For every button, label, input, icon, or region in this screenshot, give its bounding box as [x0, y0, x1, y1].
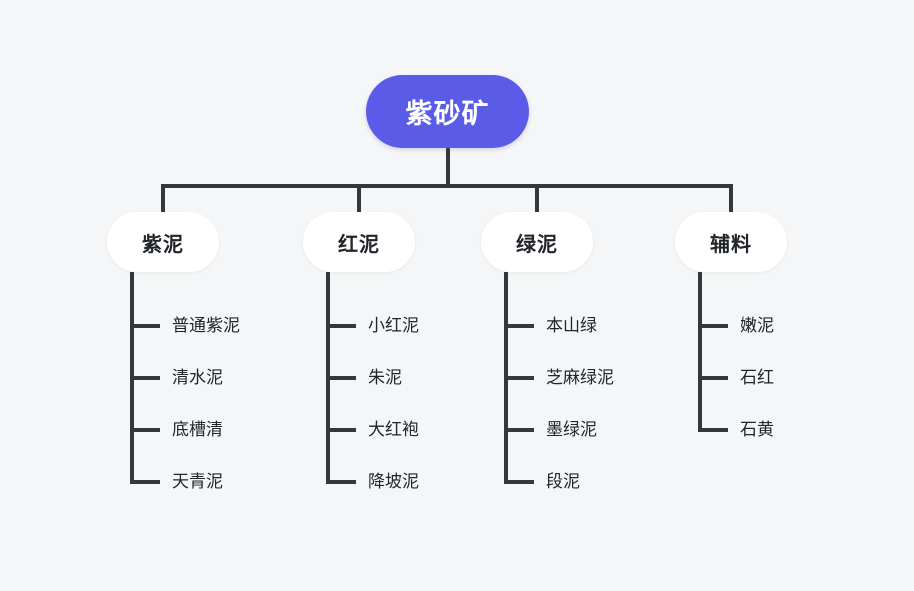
leaf-node[interactable]: 降坡泥 [368, 472, 419, 491]
connector-tick [698, 324, 728, 328]
leaf-node[interactable]: 大红袍 [368, 420, 419, 439]
branch-node-hongni[interactable]: 红泥 [303, 212, 415, 272]
leaf-node[interactable]: 本山绿 [546, 316, 597, 335]
connector-tick [698, 376, 728, 380]
branch-node-label: 辅料 [710, 233, 752, 256]
connector-tick [130, 324, 160, 328]
connector-tick [130, 428, 160, 432]
connector-branch-stub-2 [357, 184, 361, 212]
branch-node-label: 红泥 [338, 233, 380, 256]
connector-rail [161, 184, 733, 188]
leaf-node[interactable]: 底槽清 [172, 420, 223, 439]
connector-tick [504, 376, 534, 380]
connector-tick [130, 376, 160, 380]
connector-tick [326, 324, 356, 328]
branch-node-zini[interactable]: 紫泥 [107, 212, 219, 272]
leaf-node[interactable]: 石红 [740, 368, 774, 387]
connector-branch-stub-1 [161, 184, 165, 212]
branch-node-lvni[interactable]: 绿泥 [481, 212, 593, 272]
leaf-node[interactable]: 墨绿泥 [546, 420, 597, 439]
connector-tick [698, 428, 728, 432]
connector-tick [504, 480, 534, 484]
leaf-node[interactable]: 段泥 [546, 472, 580, 491]
leaf-node[interactable]: 清水泥 [172, 368, 223, 387]
root-node-label: 紫砂矿 [405, 99, 490, 129]
leaf-node[interactable]: 普通紫泥 [172, 316, 240, 335]
branch-node-label: 紫泥 [142, 233, 184, 256]
connector-tick [326, 376, 356, 380]
leaf-node[interactable]: 石黄 [740, 420, 774, 439]
connector-branch-stub-3 [535, 184, 539, 212]
leaf-node[interactable]: 小红泥 [368, 316, 419, 335]
connector-tick [130, 480, 160, 484]
branch-node-fuliao[interactable]: 辅料 [675, 212, 787, 272]
leaf-node[interactable]: 天青泥 [172, 472, 223, 491]
connector-root-stub [446, 147, 450, 188]
leaf-node[interactable]: 朱泥 [368, 368, 402, 387]
connector-tick [326, 480, 356, 484]
branch-node-label: 绿泥 [516, 233, 558, 256]
connector-tick [504, 428, 534, 432]
connector-spine-4 [698, 272, 702, 432]
connector-branch-stub-4 [729, 184, 733, 212]
root-node[interactable]: 紫砂矿 [366, 75, 529, 148]
connector-tick [326, 428, 356, 432]
connector-tick [504, 324, 534, 328]
leaf-node[interactable]: 嫩泥 [740, 316, 774, 335]
leaf-node[interactable]: 芝麻绿泥 [546, 368, 614, 387]
